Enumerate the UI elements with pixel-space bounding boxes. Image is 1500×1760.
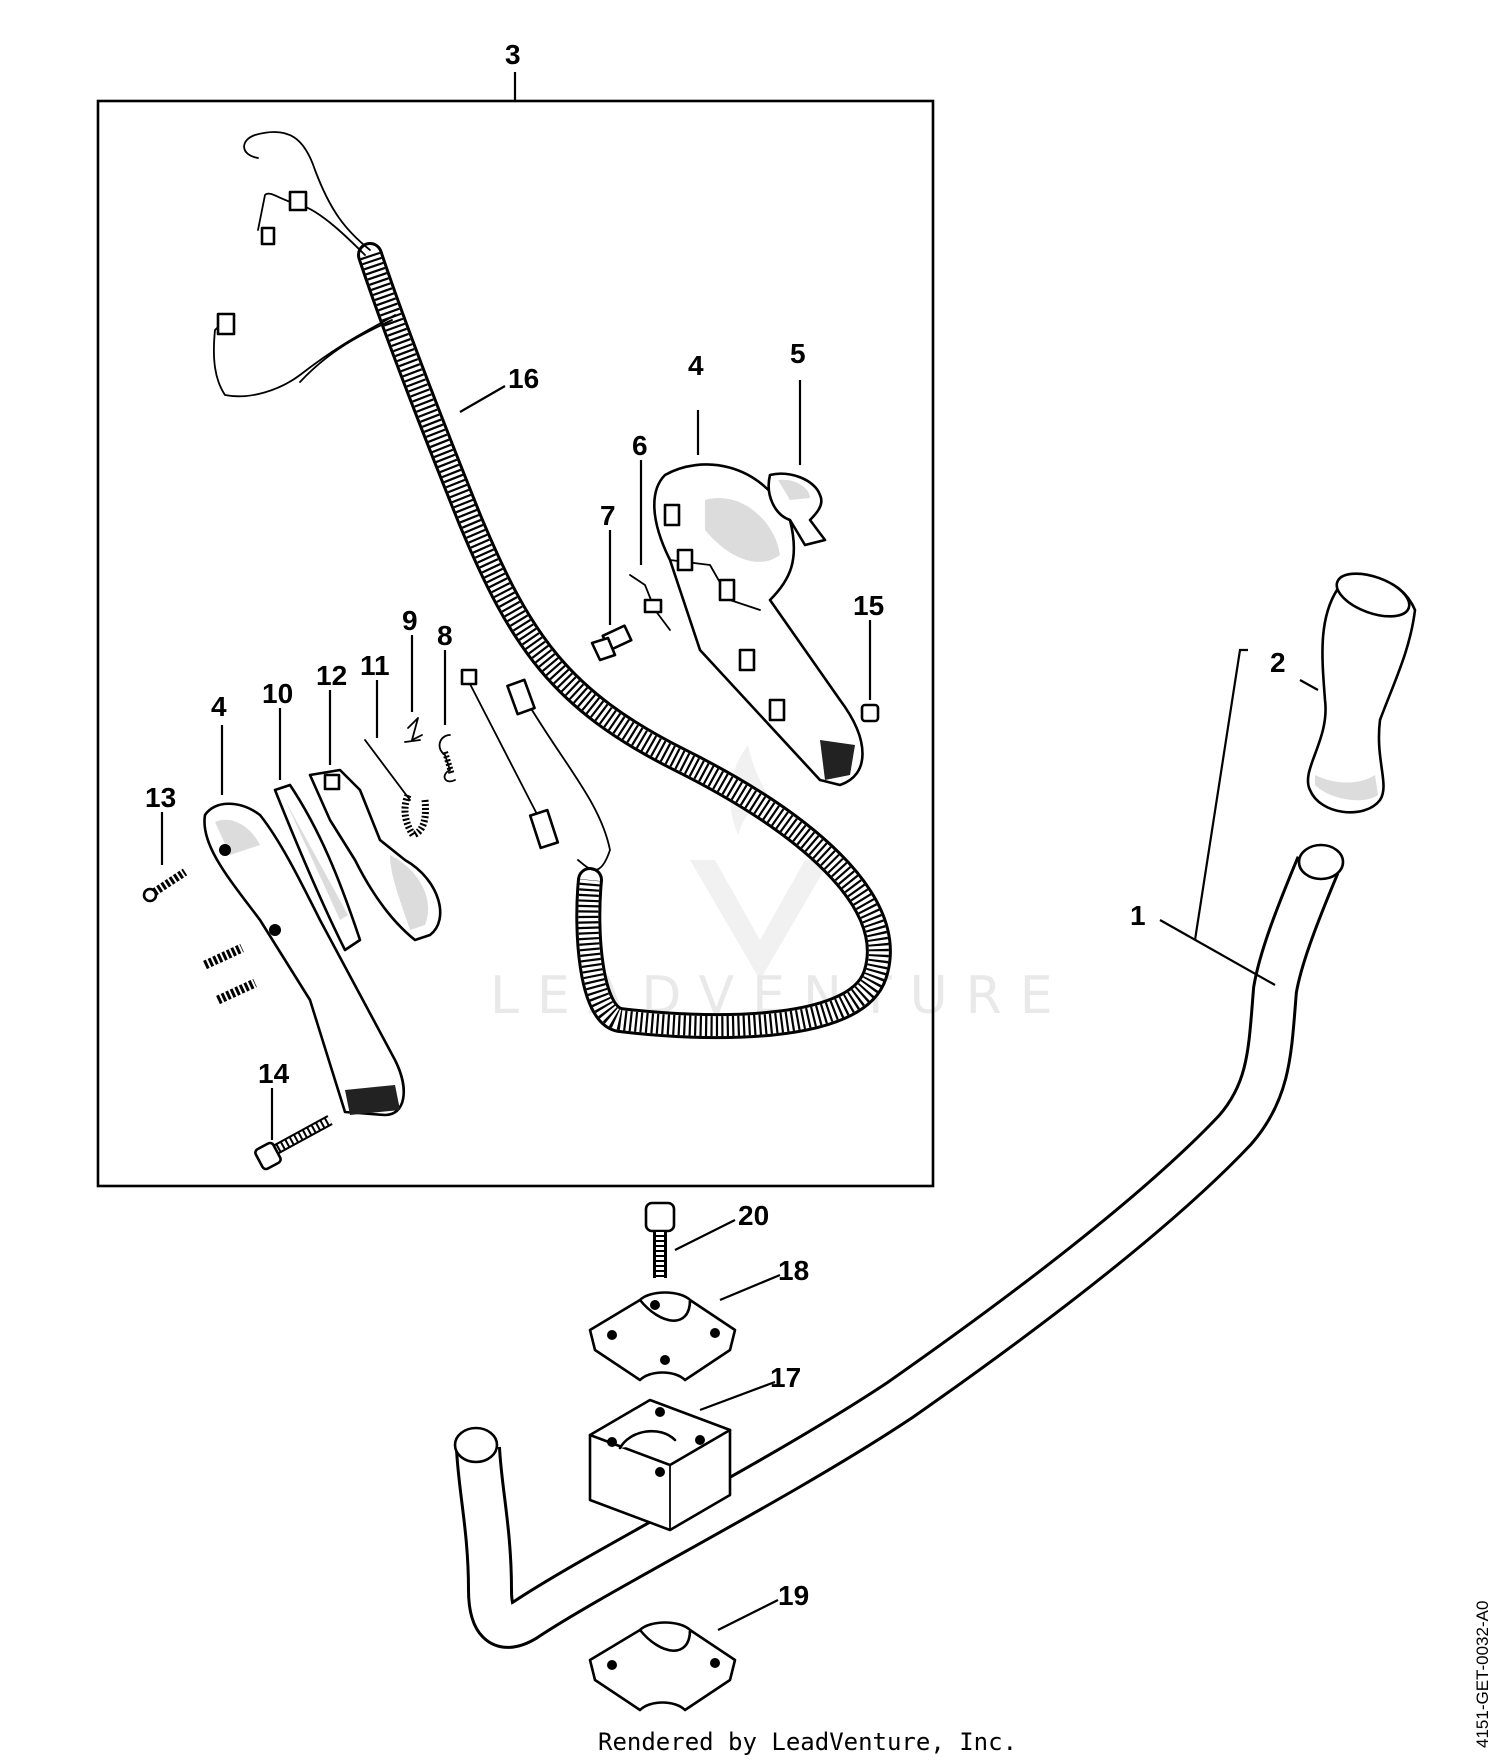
- callout-12: 12: [316, 660, 347, 691]
- callout-9: 9: [402, 605, 418, 636]
- document-id: 4151-GET-0032-A0: [1473, 1601, 1492, 1748]
- part-7-screw: [590, 530, 633, 662]
- callout-1: 1: [1130, 900, 1146, 931]
- part-4-handle-housing-left: [203, 725, 405, 1117]
- callout-18: 18: [778, 1255, 809, 1286]
- part-6-contact-spring: [629, 460, 671, 631]
- part-13-screw: [142, 812, 188, 903]
- connector-icon: [260, 226, 276, 246]
- callout-8: 8: [437, 620, 453, 651]
- leader-1: [1159, 919, 1276, 986]
- part-10-trigger-lever: [273, 708, 362, 952]
- callout-14: 14: [258, 1058, 290, 1089]
- leader-20: [674, 1219, 736, 1251]
- callout-11: 11: [360, 650, 390, 681]
- render-credit: Rendered by LeadVenture, Inc.: [598, 1728, 1017, 1756]
- part-17-clamp-block: [588, 1380, 776, 1532]
- callout-15: 15: [853, 590, 884, 621]
- callout-3: 3: [505, 39, 521, 70]
- callout-4-left: 4: [211, 691, 227, 722]
- part-14-long-screw: [254, 1088, 333, 1171]
- part-18-clamp-plate: [588, 1273, 781, 1382]
- leader-16: [459, 385, 506, 413]
- callout-13: 13: [145, 782, 176, 813]
- callout-19: 19: [778, 1580, 809, 1611]
- part-11-torsion-spring: [364, 680, 429, 840]
- callout-10: 10: [262, 678, 293, 709]
- part-5-button: [767, 380, 827, 547]
- leader-17: [699, 1380, 776, 1412]
- connector-icon: [216, 312, 236, 336]
- callout-5: 5: [790, 338, 806, 369]
- callout-16: 16: [508, 363, 539, 394]
- part-2-handle-grip: [1193, 572, 1417, 941]
- connector-icon: [288, 190, 308, 212]
- part-15-nut: [860, 620, 880, 723]
- part-4-handle-housing-right: [653, 410, 864, 787]
- part-20-bolt: [644, 1201, 736, 1278]
- leader-2: [1299, 679, 1319, 691]
- part-8-hook-spring: [438, 650, 456, 783]
- callout-6: 6: [632, 430, 648, 461]
- callout-7: 7: [600, 500, 616, 531]
- housing-screws: [203, 943, 257, 1005]
- leader-18: [719, 1273, 781, 1302]
- part-9-spring: [404, 635, 423, 743]
- callout-2: 2: [1270, 647, 1286, 678]
- part-1-handlebar: [453, 843, 1345, 1649]
- callout-20: 20: [738, 1200, 769, 1231]
- callout-labels: 1 2 3 4 4 5 6 7 8 9 10 11 12 13 14 15 16…: [145, 39, 1286, 1611]
- leader-19: [717, 1599, 779, 1631]
- callout-17: 17: [770, 1362, 801, 1393]
- part-12-throttle-trigger: [308, 690, 442, 942]
- part-16-cable-conduit: [212, 131, 892, 1040]
- part-19-lower-clamp: [588, 1599, 779, 1712]
- callout-4-right: 4: [688, 350, 704, 381]
